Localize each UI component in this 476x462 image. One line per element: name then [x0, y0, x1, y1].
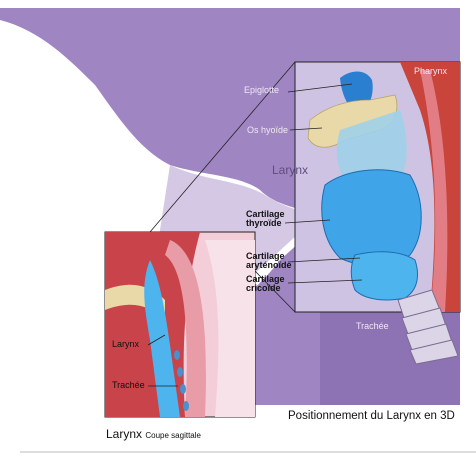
label-cartilage-arytenoide: Cartilage aryténoïde: [246, 252, 292, 271]
label-trachee-coupe: Trachée: [112, 381, 145, 390]
label-larynx-coupe: Larynx: [112, 340, 139, 349]
thyroid-cartilage: [322, 170, 422, 265]
label-cartilage-thyroide: Cartilage thyroïde: [246, 210, 285, 229]
label-trachee-3d: Trachée: [356, 322, 389, 331]
label-os-hyoide: Os hyoïde: [247, 126, 288, 135]
label-cartilage-cricoide: Cartilage cricoïde: [246, 275, 285, 294]
caption-coupe: Larynx Coupe sagittale: [106, 428, 201, 441]
caption-3d: Positionnement du Larynx en 3D: [288, 410, 455, 422]
label-epiglotte: Epiglotte: [244, 86, 279, 95]
cricoid-cartilage: [351, 252, 417, 300]
label-larynx-3d: Larynx: [272, 164, 308, 177]
label-pharynx: Pharynx: [414, 67, 447, 76]
caption-coupe-subtitle: Coupe sagittale: [145, 431, 201, 440]
caption-coupe-title: Larynx: [106, 427, 142, 441]
